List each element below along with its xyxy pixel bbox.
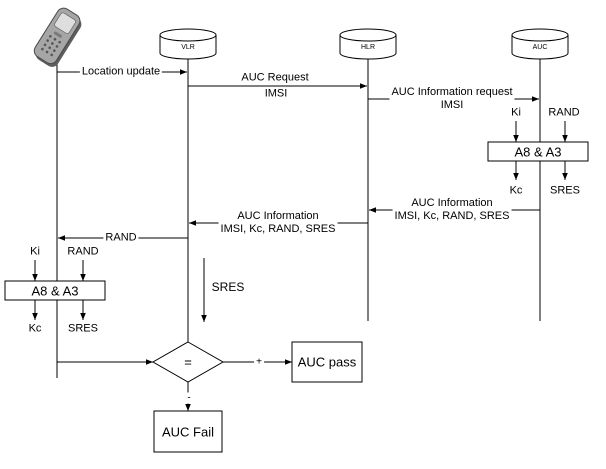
auc-information-to-vlr-label: AUC Information IMSI, Kc, RAND, SRES xyxy=(218,210,338,236)
auc-pass-label: AUC pass xyxy=(297,354,357,370)
sres-to-vlr-label: SRES xyxy=(211,280,245,294)
auc-kc-label: Kc xyxy=(509,184,523,197)
auc-label: AUC xyxy=(532,44,548,51)
rand-to-mobile-label: RAND xyxy=(103,231,139,245)
auc-information-to-vlr-title: AUC Information xyxy=(237,210,319,222)
hlr-label: HLR xyxy=(360,44,376,51)
auc-information-to-hlr-label: AUC Information IMSI, Kc, RAND, SRES xyxy=(392,197,512,223)
comparison-diamond xyxy=(151,341,225,383)
location-update-label: Location update xyxy=(79,65,163,79)
auc-ki-label: Ki xyxy=(511,106,521,119)
auc-information-request-params: IMSI xyxy=(440,99,464,111)
auc-request-label: AUC Request xyxy=(241,71,309,84)
comparison-operator: = xyxy=(184,354,192,370)
auc-information-to-hlr-title: AUC Information xyxy=(411,197,493,209)
mobile-rand-label: RAND xyxy=(67,245,99,258)
mobile-phone-icon xyxy=(33,7,82,67)
auc-information-request-label: AUC Information request IMSI xyxy=(389,86,515,112)
auc-database-icon xyxy=(511,28,569,60)
pass-sign: + xyxy=(254,356,264,368)
fail-sign: - xyxy=(185,392,193,404)
auc-fail-box xyxy=(153,410,223,453)
auc-request-imsi-label: IMSI xyxy=(264,87,288,100)
mobile-kc-label: Kc xyxy=(28,322,42,335)
vlr-label: VLR xyxy=(181,44,195,51)
hlr-database-icon xyxy=(339,28,397,60)
auc-information-to-hlr-params: IMSI, Kc, RAND, SRES xyxy=(394,210,510,222)
mobile-ki-label: Ki xyxy=(30,245,40,258)
auc-rand-label: RAND xyxy=(548,106,580,119)
auc-pass-box xyxy=(291,341,363,383)
auc-sres-label: SRES xyxy=(550,184,580,197)
mobile-algorithm-label: A8 & A3 xyxy=(31,283,79,299)
vlr-database-icon xyxy=(159,28,217,60)
auc-fail-label: AUC Fail xyxy=(161,424,215,440)
auc-algorithm-label: A8 & A3 xyxy=(514,144,562,160)
auc-information-to-vlr-params: IMSI, Kc, RAND, SRES xyxy=(220,223,336,235)
mobile-algorithm-box xyxy=(4,280,106,301)
auc-algorithm-box xyxy=(487,141,589,162)
mobile-sres-label: SRES xyxy=(68,322,98,335)
auc-information-request-title: AUC Information request xyxy=(391,86,513,98)
